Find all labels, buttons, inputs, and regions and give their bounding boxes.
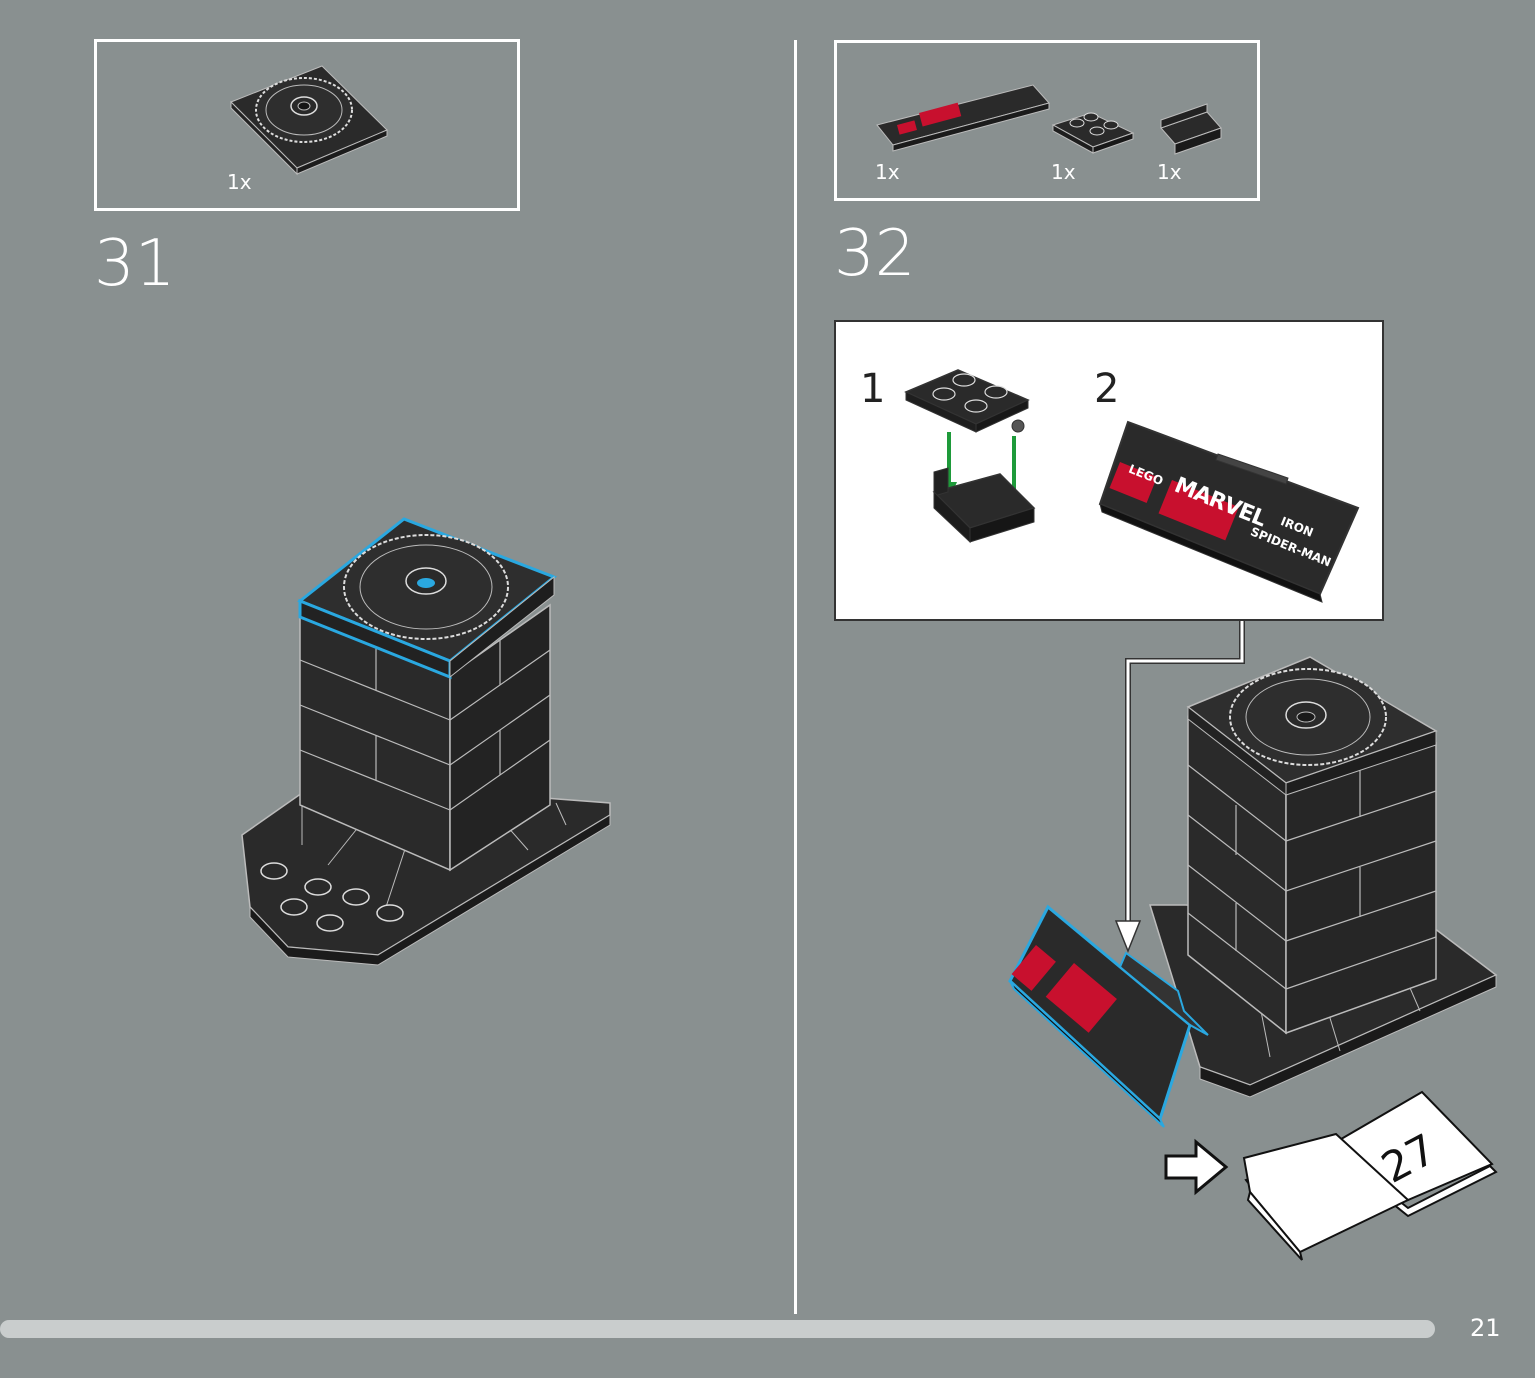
part-qty: 1x [1051, 160, 1076, 184]
substeps-callout: 1 2 LEGO MARVEL IRON SPIDER-MAN [834, 320, 1384, 621]
step-number-32: 32 [834, 217, 916, 291]
arrow-right-icon [1164, 1138, 1229, 1196]
step-number-31: 31 [94, 227, 176, 301]
pedestal-model-step-31 [241, 517, 611, 966]
callout-connector-arrow [1114, 621, 1245, 954]
part-qty: 1x [1157, 160, 1182, 184]
parts-callout-step-32: 1x 1x 1x [834, 40, 1260, 201]
pedestal-model-step-32 [1008, 656, 1498, 1128]
part-qty: 1x [875, 160, 900, 184]
substep-number-2: 2 [1094, 366, 1120, 412]
plate-hinge-assembly-icon [904, 369, 1036, 544]
hinge-icon [1160, 103, 1222, 155]
parts-callout-step-31: 1x [94, 39, 520, 211]
plate-2x2-icon [1051, 112, 1135, 154]
part-qty: 1x [227, 170, 252, 194]
substep-number-1: 1 [860, 366, 886, 412]
page-divider [794, 40, 797, 1314]
progress-bar [0, 1320, 1435, 1338]
printed-tile-icon [876, 84, 1050, 152]
instruction-booklet-icon [1242, 1090, 1498, 1261]
turntable-plate-icon [230, 65, 388, 176]
printed-tile-large-icon [1098, 420, 1360, 603]
page-number: 21 [1470, 1314, 1501, 1342]
